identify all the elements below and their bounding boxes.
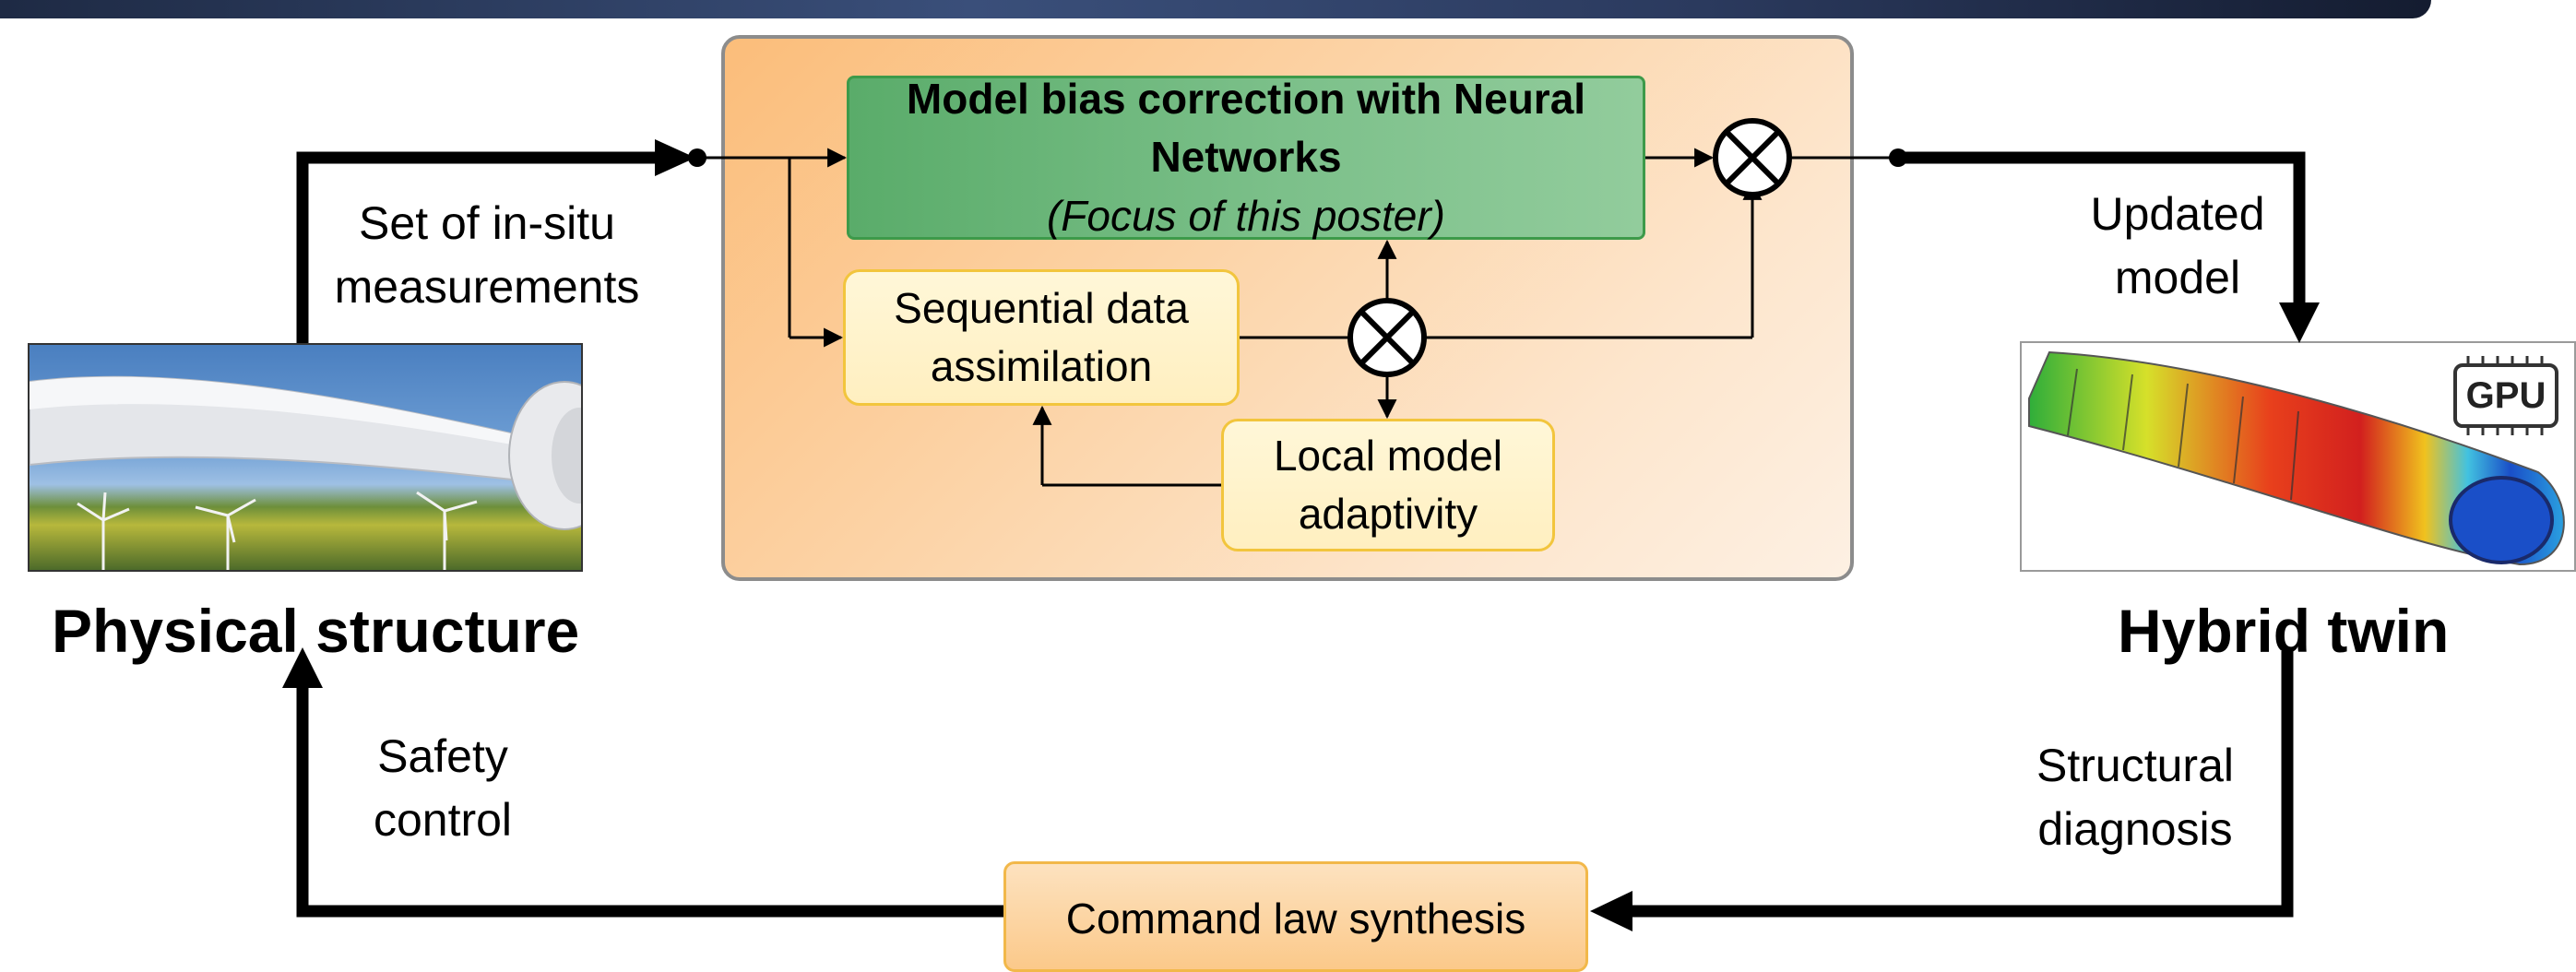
lma-line1: Local model <box>1273 431 1503 480</box>
wind-turbine-photo <box>28 343 583 572</box>
command-law-label: Command law synthesis <box>1065 895 1526 942</box>
seqda-line2: assimilation <box>930 342 1153 390</box>
safety-control-label: Safety control <box>332 725 553 852</box>
updated-model-label-line2: model <box>2114 252 2241 303</box>
structural-diagnosis-label-line1: Structural <box>2036 740 2234 791</box>
lma-line2: adaptivity <box>1298 490 1478 538</box>
internal-multiplier-junction <box>1347 298 1427 377</box>
hybrid-twin-label: Hybrid twin <box>2118 597 2450 665</box>
updated-model-flow-line <box>1898 151 2306 304</box>
header-bar <box>0 0 2431 18</box>
gpu-badge: GPU <box>2453 356 2558 435</box>
structural-diagnosis-label: Structural diagnosis <box>2001 734 2269 861</box>
measurements-label-line1: Set of in-situ <box>359 197 615 249</box>
command-law-synthesis-box: Command law synthesis <box>1003 861 1588 972</box>
updated-model-label-line1: Updated <box>2090 188 2265 240</box>
local-model-adaptivity-box: Local model adaptivity <box>1221 419 1555 551</box>
safety-control-label-line1: Safety <box>377 730 508 782</box>
safety-control-flow-line <box>296 686 1003 918</box>
updated-model-arrowhead <box>2279 302 2320 343</box>
neural-network-bias-correction-box: Model bias correction with Neural Networ… <box>847 75 1645 240</box>
nn-box-title-line1: Model bias correction with Neural <box>906 74 1586 123</box>
physical-structure-label: Physical structure <box>52 597 580 665</box>
output-multiplier-junction <box>1713 118 1792 197</box>
updated-model-label: Updated model <box>2053 183 2302 310</box>
structural-diagnosis-label-line2: diagnosis <box>2037 803 2233 855</box>
sequential-data-assimilation-box: Sequential data assimilation <box>843 269 1240 406</box>
nn-box-focus-note: (Focus of this poster) <box>1046 191 1446 240</box>
hybrid-twin-blade-visualization: GPU <box>2020 341 2576 572</box>
safety-control-arrowhead <box>282 647 323 688</box>
nn-box-title-line2: Networks <box>1150 133 1342 182</box>
safety-control-label-line2: control <box>373 794 513 846</box>
wind-turbine-illustration <box>30 375 581 570</box>
seqda-line1: Sequential data <box>894 283 1189 332</box>
measurements-label-line2: measurements <box>334 261 640 313</box>
gpu-badge-text: GPU <box>2466 375 2546 416</box>
measurement-flow-line <box>296 151 666 343</box>
diagnosis-arrowhead <box>1590 891 1632 931</box>
measurements-label: Set of in-situ measurements <box>312 192 662 319</box>
measurement-arrowhead <box>655 139 695 176</box>
blade-stress-map: GPU <box>2028 350 2565 566</box>
diagnosis-flow-line <box>1632 651 2294 918</box>
